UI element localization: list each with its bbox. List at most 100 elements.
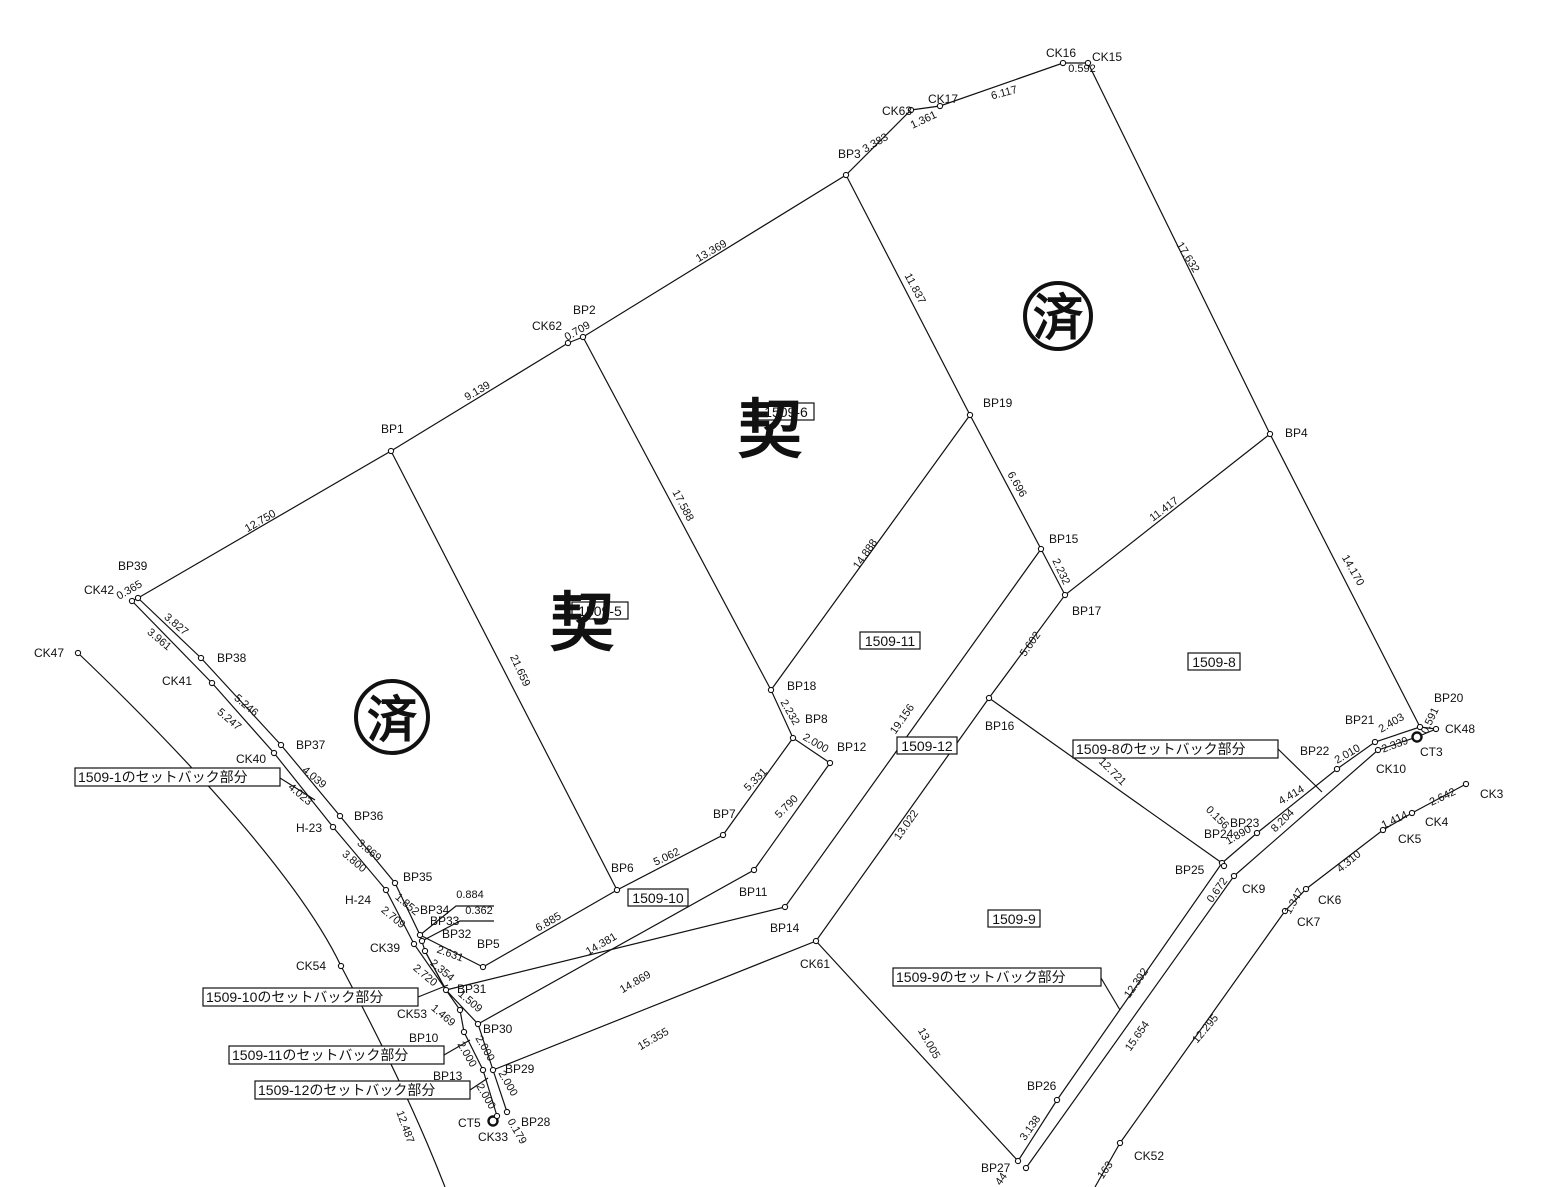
point-label: CK5 [1398,832,1422,846]
kei-mark-lower: 契 [550,586,614,661]
setback-label-box [74,767,281,787]
survey-point [1059,59,1067,67]
survey-point [1432,725,1440,733]
distance-label: 5.246 [232,692,261,719]
distance-label: 0.592 [1068,63,1096,75]
point-label: BP5 [477,937,500,951]
distance-label: 6.696 [1005,470,1029,500]
distance-label: 0.672 [1205,876,1231,905]
setback-label-text: 1509-1のセットバック部分 [78,769,248,785]
distance-label: 163 [1095,1159,1115,1181]
point-label: BP35 [403,870,433,884]
setback-label-box [892,967,1102,987]
distance-label: 0.362 [465,905,493,917]
point-label: CT5 [458,1116,481,1130]
point-label: BP14 [770,921,800,935]
point-label: BP21 [1345,713,1375,727]
survey-point [750,866,758,874]
distance-label: 44 [993,1171,1010,1187]
road-edge-curve [77,652,446,1187]
lot-label-box [896,736,958,755]
point-label: CK41 [162,674,192,688]
lot-label: 1509-6 [757,402,815,421]
distance-label: 1.414 [1380,809,1410,832]
distance-label: 3.961 [145,626,174,653]
lot-label-text: 1509-5 [578,603,622,619]
distance-label: 11.417 [1147,495,1180,524]
point-label: CK4 [1425,815,1449,829]
point-label: CK47 [34,646,64,660]
point-label: BP19 [983,396,1013,410]
survey-point [421,947,429,955]
lot-line [845,174,971,416]
distance-label: 12.487 [393,1109,416,1145]
survey-point [208,679,216,687]
survey-point [456,1006,464,1014]
setback-label-text: 1509-8のセットバック部分 [1076,741,1246,757]
point-label: CK9 [1242,882,1266,896]
survey-point [1462,780,1470,788]
survey-point [1053,1096,1061,1104]
survey-point [391,879,399,887]
survey-point [1333,765,1341,773]
lot-label: 1509-5 [571,601,629,620]
point-label: CK52 [1134,1149,1164,1163]
setback-label-text: 1509-10のセットバック部分 [206,989,383,1005]
survey-point [781,903,789,911]
offset-line [419,905,494,936]
distance-label: 11.837 [902,271,928,306]
point-label: BP10 [409,1031,439,1045]
point-label: CK6 [1318,893,1342,907]
distance-label: 5.602 [1018,630,1044,659]
frontage-line-right-lower-inner [1025,875,1235,1169]
point-label: CT3 [1420,745,1443,759]
survey-point [789,734,797,742]
distance-label: 1.469 [429,1002,458,1029]
survey-point [270,749,278,757]
survey-point [1408,809,1416,817]
point-label: CK54 [296,959,326,973]
setback-label: 1509-1のセットバック部分 [74,767,281,787]
survey-points [74,59,1470,1172]
survey-point [134,594,142,602]
distance-label: 4.414 [1277,783,1307,807]
sumi-mark-upper: 済 [1033,288,1084,347]
distance-label: 8.204 [1269,807,1297,835]
survey-point [613,886,621,894]
point-label: BP4 [1285,426,1308,440]
point-label: CK10 [1376,762,1406,776]
frontage-line-right-inner [1233,728,1437,877]
survey-point [479,963,487,971]
point-label: CK40 [236,752,266,766]
lot-label-text: 1509-10 [632,890,684,906]
distance-label: 12.392 [1122,966,1151,1000]
survey-point [936,102,944,110]
survey-point [474,1020,482,1028]
survey-point [329,823,337,831]
setback-label: 1509-11のセットバック部分 [228,1045,445,1065]
distance-label: 2.339 [1380,735,1410,756]
survey-point [1061,591,1069,599]
point-label: BP1 [381,422,404,436]
point-label: CK15 [1092,50,1122,64]
survey-point [1014,1157,1022,1165]
point-label: BP27 [981,1161,1011,1175]
point-label: H-23 [296,821,322,835]
distance-label: 13.022 [892,808,921,842]
distance-label: 6.885 [534,910,564,934]
sumi-mark-lower: 済 [367,690,418,749]
point-label: BP37 [296,738,326,752]
distance-label: 19.156 [888,702,917,736]
frontage-line-right-lower [1017,862,1223,1162]
survey-point [1416,723,1424,731]
completed-stamp-lower: 済 [354,679,430,755]
survey-point [1220,862,1228,870]
distance-label: 1.361 [909,109,939,132]
survey-point [812,937,820,945]
point-label: BP39 [118,559,148,573]
survey-point [1116,1139,1124,1147]
point-label: H-24 [345,893,371,907]
point-label: BP30 [483,1022,513,1036]
setback-label-text: 1509-9のセットバック部分 [896,969,1066,985]
